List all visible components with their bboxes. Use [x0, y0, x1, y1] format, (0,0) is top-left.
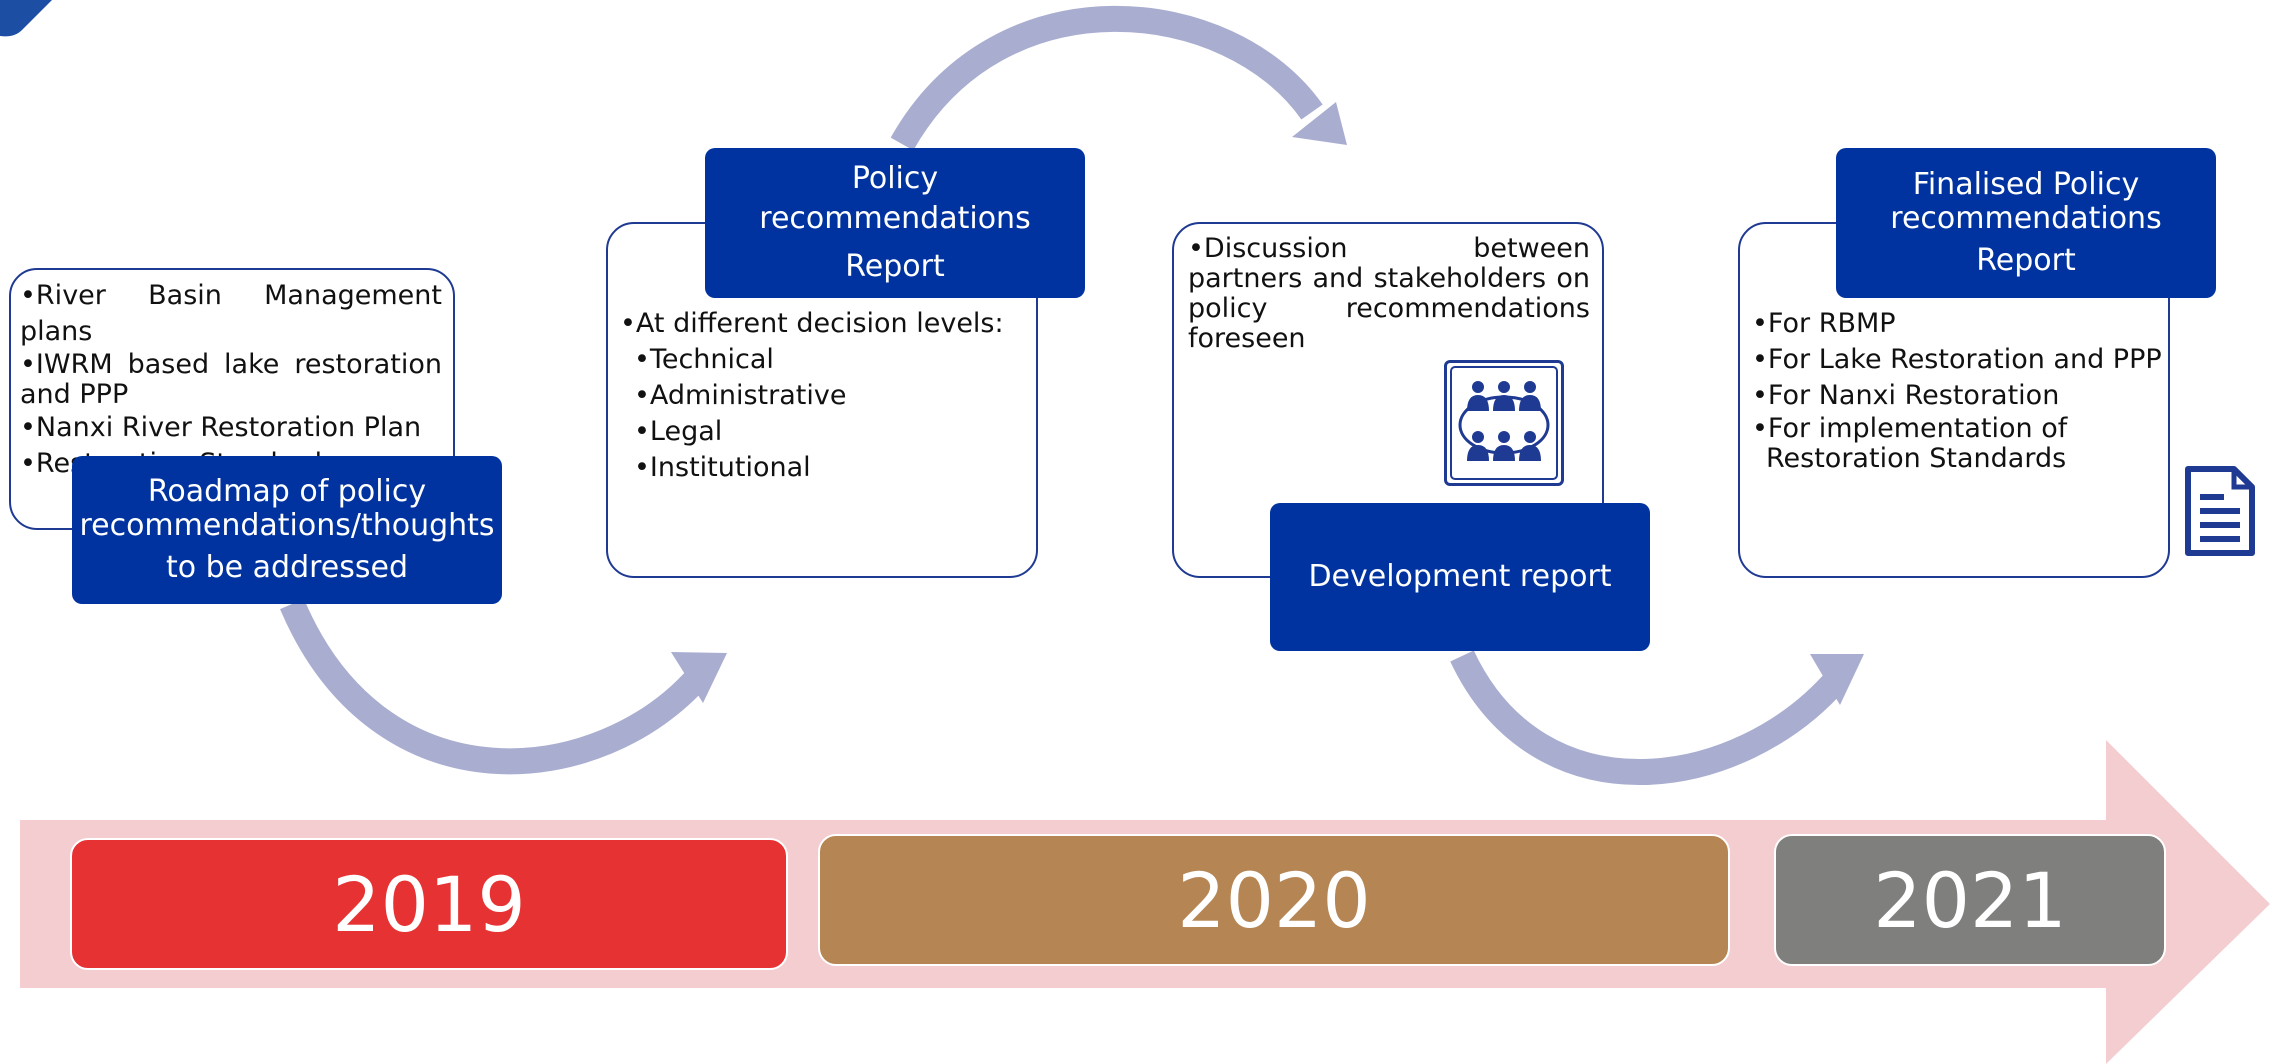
stage-4-title-line: Finalised Policy	[1912, 167, 2140, 202]
stage-4-bullet: •For implementation of Restoration Stand…	[1752, 413, 2068, 474]
stage-4-bullets: •For RBMP •For Lake Restoration and PPP …	[1752, 306, 2162, 474]
arrow-roadmap-to-policy	[280, 598, 710, 775]
stage-3-bullets: •Discussion between partners and stakeho…	[1188, 234, 1590, 354]
stage-2-bullet: •Administrative	[634, 380, 847, 411]
year-2021-box: 2021	[1774, 834, 2166, 966]
document-icon	[2185, 466, 2255, 556]
meeting-people-icon	[1444, 360, 1564, 486]
year-2019-box: 2019	[70, 838, 788, 970]
stage-1-title-line: recommendations/thoughts	[79, 508, 495, 543]
stage-2-bullet: •At different decision levels:	[620, 308, 1004, 339]
stage-2-bullet: •Technical	[634, 344, 774, 375]
stage-1-title-line: Roadmap of policy	[147, 474, 427, 509]
stage-1-bullet: •River Basin Management plans	[20, 280, 442, 347]
stage-2-title-line: Policy recommendations	[759, 161, 1031, 236]
stage-2-bullet: •Legal	[634, 416, 723, 447]
stage-1-bullet: •IWRM based lake restoration and PPP	[20, 349, 442, 410]
arrowhead-2	[1292, 102, 1347, 145]
year-2019-label: 2019	[332, 859, 526, 949]
stage-1-title-box: Roadmap of policy recommendations/though…	[72, 456, 502, 604]
stage-4-bullet: •For Lake Restoration and PPP	[1752, 344, 2162, 375]
stage-3-bullet: •Discussion between partners and stakeho…	[1188, 233, 1590, 354]
year-2020-label: 2020	[1177, 855, 1371, 945]
stage-4-title-box: Finalised Policy recommendations Report	[1836, 148, 2216, 298]
stage-1-bullet: •Nanxi River Restoration Plan	[20, 412, 422, 443]
stage-4-bullet: •For Nanxi Restoration	[1752, 380, 2060, 411]
stage-1-title-line: to be addressed	[165, 550, 409, 585]
stage-2-title-box: Policy recommendations Report	[705, 148, 1085, 298]
stage-3-title-box: Development report	[1270, 503, 1650, 651]
arrowhead-1	[671, 652, 727, 703]
stage-2-title-line: Report	[845, 249, 945, 284]
year-2021-label: 2021	[1873, 855, 2067, 945]
year-2020-box: 2020	[818, 834, 1730, 966]
arrowhead-3	[1810, 654, 1864, 705]
arrow-development-to-finalised	[1450, 650, 1848, 785]
arrow-policy-to-development	[890, 5, 1323, 151]
stage-4-bullet: •For RBMP	[1752, 308, 1896, 339]
stage-2-bullet: •Institutional	[634, 452, 811, 483]
stage-4-title-line: Report	[1976, 243, 2076, 278]
stage-4-title-line: recommendations	[1890, 201, 2162, 236]
stage-2-bullets: •At different decision levels: •Technica…	[620, 306, 1030, 486]
stage-3-title-line: Development report	[1308, 559, 1612, 594]
corner-decoration	[0, 0, 52, 37]
